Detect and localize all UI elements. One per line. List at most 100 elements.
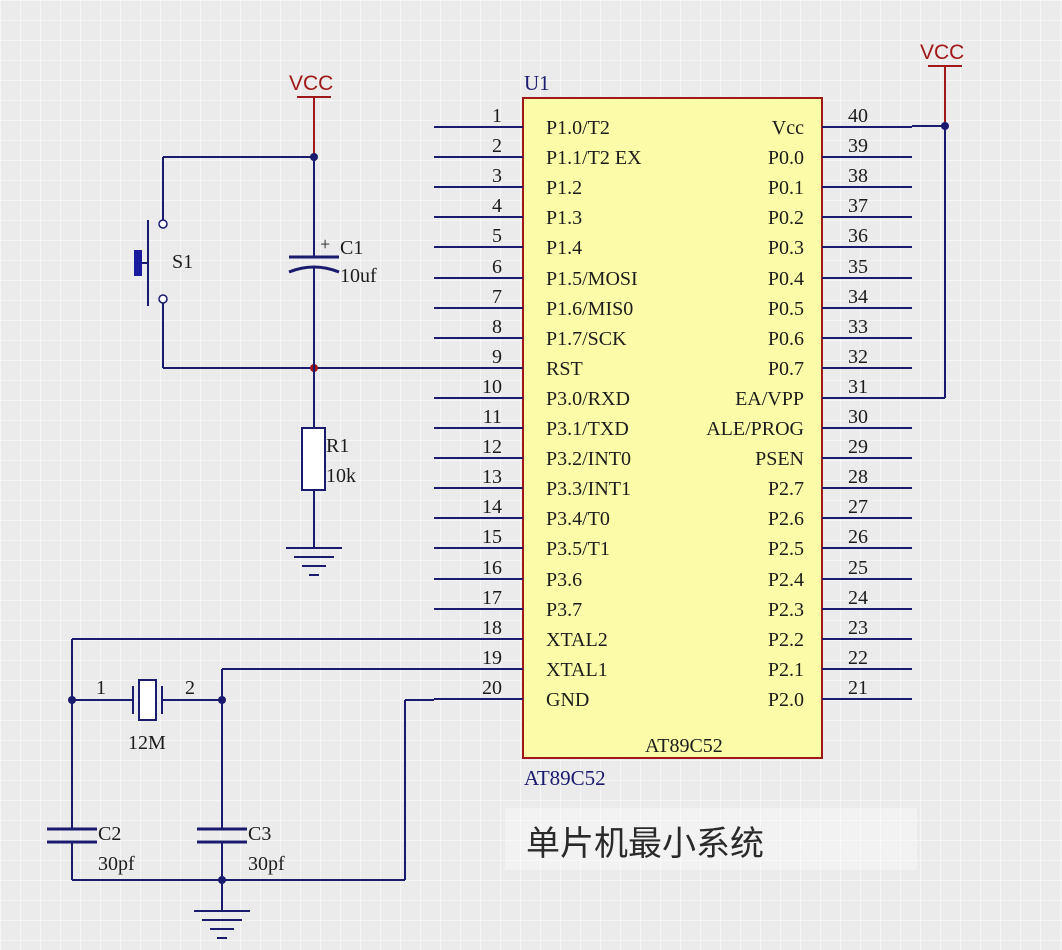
right-pin-number: 22: [848, 647, 868, 669]
switch-s1[interactable]: [134, 219, 168, 306]
left-pin-number: 17: [482, 587, 502, 609]
left-pin-number: 16: [482, 557, 502, 579]
right-pin-number: 32: [848, 346, 868, 368]
left-pin-name: P3.3/INT1: [546, 478, 631, 500]
right-pin-name: ALE/PROG: [706, 418, 804, 440]
c1-designator: C1: [340, 237, 363, 259]
right-pin-name: P2.4: [768, 569, 804, 591]
left-pin-name: P1.2: [546, 177, 582, 199]
right-pin-name: P2.5: [768, 538, 804, 560]
left-pin-name: P3.7: [546, 599, 582, 621]
right-pin-number: 36: [848, 225, 868, 247]
r1-designator: R1: [326, 435, 349, 457]
crystal-value: 12M: [128, 732, 166, 754]
right-pin-number: 31: [848, 376, 868, 398]
right-vcc-label: VCC: [920, 41, 964, 64]
right-pin-number: 40: [848, 105, 868, 127]
left-pin-number: 4: [492, 195, 502, 217]
right-pin-number: 23: [848, 617, 868, 639]
right-pin-number: 34: [848, 286, 868, 308]
right-pin-name: EA/VPP: [735, 388, 804, 410]
c1-value: 10uf: [340, 265, 377, 287]
r1-value: 10k: [326, 465, 356, 487]
right-pin-number: 24: [848, 587, 868, 609]
left-pin-number: 19: [482, 647, 502, 669]
left-pin-number: 2: [492, 135, 502, 157]
ground-symbol-osc: [194, 910, 250, 939]
chip-designator: U1: [524, 71, 550, 95]
right-pin-name: P0.0: [768, 147, 804, 169]
right-vcc-symbol: [928, 65, 962, 126]
right-pin-name: P0.4: [768, 268, 804, 290]
left-pin-number: 18: [482, 617, 502, 639]
crystal-pin1-label: 1: [96, 677, 106, 699]
left-pin-number: 7: [492, 286, 502, 308]
c3-value: 30pf: [248, 853, 285, 875]
right-pin-name: P2.6: [768, 508, 804, 530]
left-pin-name: P1.3: [546, 207, 582, 229]
right-pin-name: Vcc: [772, 117, 804, 139]
left-pin-name: P3.0/RXD: [546, 388, 630, 410]
left-pin-number: 3: [492, 165, 502, 187]
left-pin-name: P3.2/INT0: [546, 448, 631, 470]
left-pin-name: P3.5/T1: [546, 538, 610, 560]
left-pin-group: 1P1.0/T2 2P1.1/T2 EX 3P1.2 4P1.3 5P1.4 6P1.5/…: [434, 105, 642, 711]
right-pin-number: 29: [848, 436, 868, 458]
right-pin-name: P0.7: [768, 358, 804, 380]
left-pin-number: 5: [492, 225, 502, 247]
diagram-title: 单片机最小系统: [526, 824, 764, 864]
left-vcc-symbol: [297, 96, 331, 157]
left-pin-name: P1.5/MOSI: [546, 268, 638, 290]
resistor-r1[interactable]: [301, 427, 326, 491]
junction-vcc-right: [941, 122, 949, 130]
capacitor-c1[interactable]: [288, 255, 340, 274]
right-pin-name: P2.1: [768, 659, 804, 681]
right-pin-name: P2.7: [768, 478, 804, 500]
left-pin-name: P1.4: [546, 237, 582, 259]
left-pin-name: P1.6/MIS0: [546, 298, 633, 320]
right-pin-name: P2.0: [768, 689, 804, 711]
right-pin-number: 26: [848, 526, 868, 548]
crystal-pin2-label: 2: [185, 677, 195, 699]
right-pin-name: P0.3: [768, 237, 804, 259]
chip-part-inside-label: AT89C52: [645, 735, 723, 757]
right-pin-name: P0.2: [768, 207, 804, 229]
right-pin-name: P0.1: [768, 177, 804, 199]
left-pin-name: P1.7/SCK: [546, 328, 627, 350]
c2-designator: C2: [98, 823, 121, 845]
right-pin-number: 28: [848, 466, 868, 488]
left-pin-number: 6: [492, 256, 502, 278]
right-pin-number: 30: [848, 406, 868, 428]
left-pin-name: XTAL1: [546, 659, 608, 681]
right-pin-number: 39: [848, 135, 868, 157]
left-pin-name: XTAL2: [546, 629, 608, 651]
c3-designator: C3: [248, 823, 271, 845]
right-pin-number: 21: [848, 677, 868, 699]
left-pin-number: 12: [482, 436, 502, 458]
left-pin-number: 9: [492, 346, 502, 368]
chip-body[interactable]: [522, 97, 823, 759]
right-pin-name: PSEN: [755, 448, 804, 470]
c1-polarity-mark: +: [320, 234, 330, 254]
left-pin-name: P3.4/T0: [546, 508, 610, 530]
crystal-12m[interactable]: [132, 679, 163, 721]
right-pin-number: 37: [848, 195, 868, 217]
right-pin-number: 38: [848, 165, 868, 187]
left-pin-name: GND: [546, 689, 589, 711]
title-backdrop: [505, 808, 917, 870]
left-pin-number: 14: [482, 496, 502, 518]
left-pin-name: P1.0/T2: [546, 117, 610, 139]
left-pin-number: 13: [482, 466, 502, 488]
right-pin-name: P2.3: [768, 599, 804, 621]
right-pin-number: 27: [848, 496, 868, 518]
right-pin-name: P0.5: [768, 298, 804, 320]
left-pin-number: 10: [482, 376, 502, 398]
left-pin-number: 8: [492, 316, 502, 338]
left-pin-name: P1.1/T2 EX: [546, 147, 642, 169]
left-pin-number: 1: [492, 105, 502, 127]
chip-part-label: AT89C52: [524, 766, 606, 790]
left-pin-number: 15: [482, 526, 502, 548]
right-pin-number: 33: [848, 316, 868, 338]
